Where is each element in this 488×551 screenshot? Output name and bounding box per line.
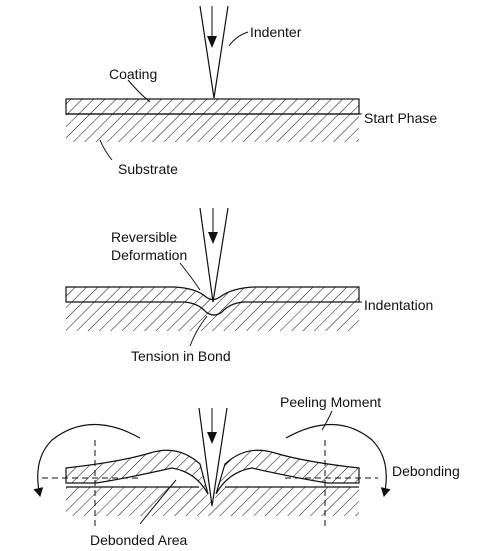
debonding-label: Debonding bbox=[392, 463, 460, 479]
substrate-label: Substrate bbox=[118, 161, 178, 177]
substrate-layer bbox=[66, 487, 359, 516]
reversible-label-line1: Reversible bbox=[111, 229, 177, 245]
indentation-panel: Reversible Deformation Tension in Bond I… bbox=[65, 207, 433, 364]
coating-label: Coating bbox=[109, 66, 157, 82]
indenter-arrowhead bbox=[207, 432, 217, 444]
peeling-leader bbox=[321, 410, 333, 431]
peeling-moment-label: Peeling Moment bbox=[280, 394, 381, 410]
peeling-moment-arc-icon bbox=[33, 423, 141, 497]
substrate-layer bbox=[66, 302, 359, 331]
indenter-cone bbox=[199, 207, 229, 303]
reversible-label-line2: Deformation bbox=[111, 247, 187, 263]
substrate-layer bbox=[66, 114, 359, 142]
indenter-cone bbox=[199, 5, 229, 99]
peeling-moment-arc-icon bbox=[285, 423, 391, 497]
debonded-leader bbox=[139, 479, 177, 525]
coating-left-lifted bbox=[65, 449, 209, 495]
indenter-arrowhead bbox=[208, 232, 218, 244]
substrate-leader bbox=[99, 139, 113, 161]
reversible-leader bbox=[179, 262, 201, 291]
start-phase-panel: Indenter Coating Substrate Start Phase bbox=[65, 5, 437, 177]
start-phase-label: Start Phase bbox=[364, 110, 437, 126]
indenter-label: Indenter bbox=[250, 24, 302, 40]
coating-layer bbox=[65, 98, 360, 115]
debonded-area-label: Debonded Area bbox=[90, 532, 188, 548]
debonding-panel: Peeling Moment Debonded Area Debonding bbox=[33, 394, 460, 548]
indenter-arrowhead bbox=[207, 36, 217, 48]
tension-label: Tension in Bond bbox=[131, 348, 231, 364]
indenter-leader bbox=[228, 31, 249, 47]
coating-right-lifted bbox=[215, 449, 360, 495]
indentation-label: Indentation bbox=[364, 297, 433, 313]
coating-leader bbox=[127, 79, 151, 103]
tension-leader bbox=[189, 315, 208, 347]
